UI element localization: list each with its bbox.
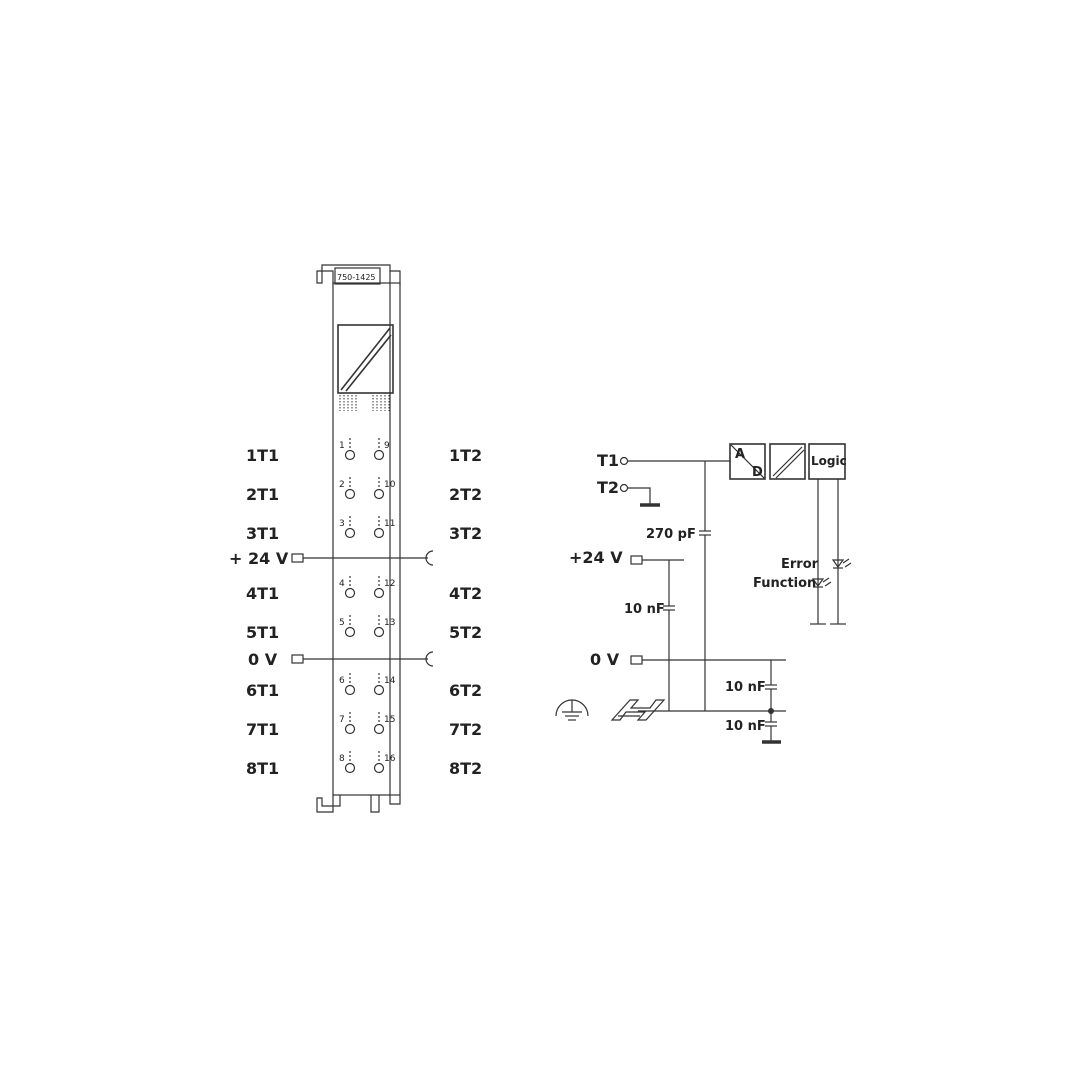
- schematic-0v-label: 0 V: [590, 650, 620, 669]
- isolation-icon: [769, 443, 806, 480]
- terminal-contact-right: [373, 684, 385, 696]
- terminal-row: 7T1 7T2 7 15: [246, 712, 482, 739]
- terminal-label-right: 2T2: [449, 485, 482, 504]
- module-top-latch: [316, 264, 401, 285]
- function-label: Function: [753, 576, 816, 591]
- rail-24v-label: + 24 V: [229, 549, 289, 568]
- terminal-contact-left: [344, 723, 356, 735]
- din-rail-icon: [610, 699, 666, 721]
- module-bottom-latch: [316, 795, 401, 813]
- terminal-number-right: 15: [384, 715, 395, 725]
- terminal-number-left: 3: [339, 519, 345, 529]
- terminal-contact-left: [344, 488, 356, 500]
- terminal-number-right: 14: [384, 676, 396, 686]
- svg-text:D: D: [752, 465, 763, 480]
- terminal-contact-left: [344, 587, 356, 599]
- terminal-number-right: 12: [384, 579, 395, 589]
- part-number: 750-1425: [337, 273, 376, 282]
- terminal-row: 8T1 8T2 8 16: [246, 751, 482, 778]
- cap-10nf-a-label: 10 nF: [624, 602, 665, 617]
- terminal-number-left: 2: [339, 480, 345, 490]
- terminal-label-left: 1T1: [246, 446, 279, 465]
- terminal-label-left: 2T1: [246, 485, 279, 504]
- terminal-contact-right: [373, 723, 385, 735]
- terminal-contact-right: [373, 527, 385, 539]
- terminal-number-left: 6: [339, 676, 345, 686]
- cap-10nf-b-label: 10 nF: [725, 680, 766, 695]
- terminal-number-right: 16: [384, 754, 396, 764]
- terminal-label-left: 4T1: [246, 584, 279, 603]
- part-number-box: [334, 267, 381, 285]
- error-label: Error: [781, 557, 819, 572]
- terminal-label-right: 6T2: [449, 681, 482, 700]
- terminal-contact-left: [344, 527, 356, 539]
- cap-270pf-label: 270 pF: [646, 527, 696, 542]
- schematic-24v-label: +24 V: [569, 548, 623, 567]
- terminal-contact-right: [373, 626, 385, 638]
- logic-block: Logic: [808, 443, 847, 480]
- terminal-contact-left: [344, 684, 356, 696]
- rail-0v-label: 0 V: [248, 650, 278, 669]
- led-pins: [339, 395, 390, 411]
- error-led-icon: [831, 558, 852, 569]
- t2-label: T2: [597, 478, 619, 497]
- terminal-label-left: 3T1: [246, 524, 279, 543]
- terminal-contact-right: [373, 449, 385, 461]
- terminal-number-right: 13: [384, 618, 395, 628]
- earth-ground-icon: [555, 699, 589, 721]
- terminal-number-left: 8: [339, 754, 345, 764]
- terminal-contact-right: [373, 587, 385, 599]
- terminal-label-right: 7T2: [449, 720, 482, 739]
- circuit-schematic: T1 T2 A D Logic 270 pF +: [555, 443, 852, 744]
- terminal-row: 6T1 6T2 6 14: [246, 673, 482, 700]
- terminal-label-left: 5T1: [246, 623, 279, 642]
- svg-text:A: A: [735, 447, 745, 462]
- module-body: [332, 282, 401, 796]
- svg-text:Logic: Logic: [811, 454, 847, 468]
- terminal-contact-right: [373, 488, 385, 500]
- terminal-contact-left: [344, 762, 356, 774]
- ad-converter-icon: A D: [729, 443, 766, 480]
- t1-label: T1: [597, 451, 619, 470]
- terminal-row: 2T1 2T2 2 10: [246, 477, 482, 504]
- terminal-contact-left: [344, 626, 356, 638]
- rail-24v: [291, 550, 434, 566]
- terminal-label-right: 8T2: [449, 759, 482, 778]
- terminal-number-left: 7: [339, 715, 345, 725]
- terminal-label-right: 5T2: [449, 623, 482, 642]
- terminal-contact-left: [344, 449, 356, 461]
- terminal-label-right: 3T2: [449, 524, 482, 543]
- terminal-number-left: 4: [339, 579, 345, 589]
- terminal-contact-right: [373, 762, 385, 774]
- terminal-label-left: 7T1: [246, 720, 279, 739]
- io-module: 750-1425: [229, 264, 482, 813]
- terminal-number-right: 11: [384, 519, 395, 529]
- junction-dot: [768, 708, 774, 714]
- terminal-number-left: 1: [339, 441, 345, 451]
- terminal-number-right: 10: [384, 480, 396, 490]
- terminal-row: 5T1 5T2 5 13: [246, 615, 482, 642]
- terminal-number-right: 9: [384, 441, 390, 451]
- cap-10nf-c-label: 10 nF: [725, 719, 766, 734]
- t1-terminal: [619, 456, 629, 466]
- function-led-icon: [811, 577, 832, 588]
- terminal-row: 3T1 3T2 3 11: [246, 516, 482, 543]
- terminal-label-right: 4T2: [449, 584, 482, 603]
- terminal-number-left: 5: [339, 618, 345, 628]
- terminal-label-right: 1T2: [449, 446, 482, 465]
- converter-icon: [337, 324, 394, 394]
- terminal-label-left: 6T1: [246, 681, 279, 700]
- terminal-label-left: 8T1: [246, 759, 279, 778]
- rail-0v: [291, 651, 434, 667]
- terminal-row: 4T1 4T2 4 12: [246, 576, 482, 603]
- terminal-row: 1T1 1T2 1 9: [246, 438, 482, 465]
- t2-terminal: [619, 483, 629, 493]
